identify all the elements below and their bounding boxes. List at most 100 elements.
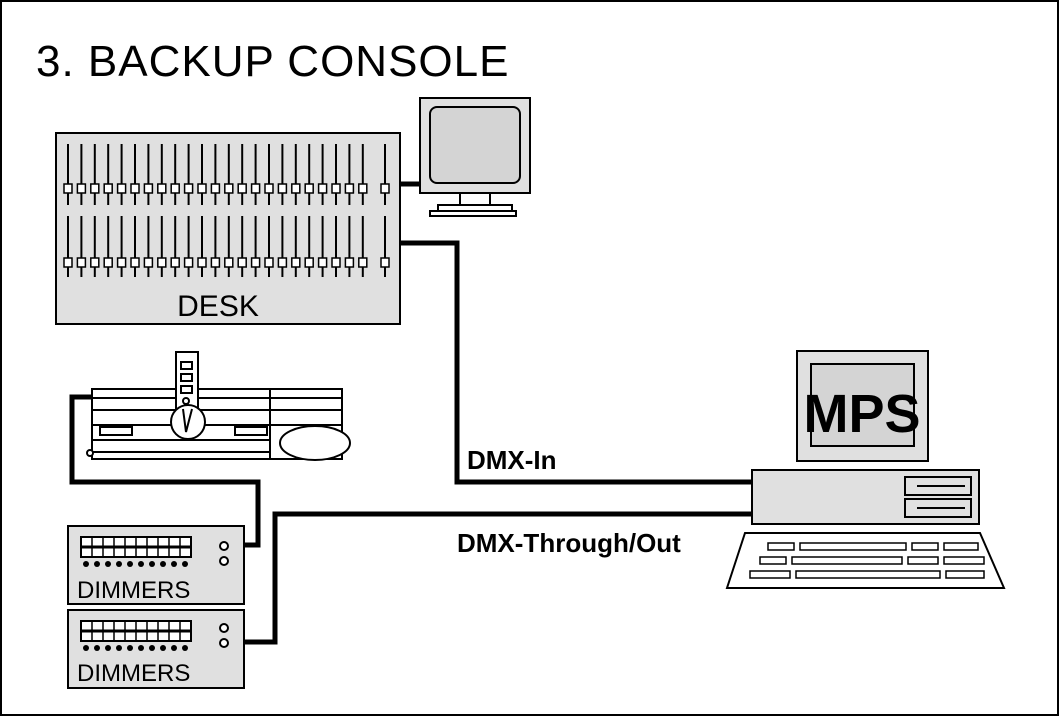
- keyboard-key: [945, 570, 985, 579]
- desk-monitor: [419, 97, 531, 217]
- indicator-dot: [138, 561, 144, 567]
- dimmer-connector: [219, 623, 229, 633]
- indicator-dot: [105, 561, 111, 567]
- keyboard-key: [943, 556, 985, 565]
- indicator-dot: [127, 561, 133, 567]
- indicator-dot: [94, 645, 100, 651]
- fader-knob: [90, 257, 100, 268]
- fader-knob: [63, 183, 73, 194]
- fader-knob: [344, 257, 355, 268]
- fader-knob: [224, 257, 234, 268]
- fixture-fins: [92, 397, 342, 453]
- indicator-dot: [138, 645, 144, 651]
- fader-knob: [63, 257, 73, 268]
- indicator-dot: [116, 561, 122, 567]
- fader-knob: [197, 183, 207, 194]
- fader-knob: [331, 183, 341, 194]
- keyboard-keys: [749, 542, 985, 579]
- fader-knob: [317, 183, 328, 194]
- dimmer-pack-2: DIMMERS: [67, 609, 245, 689]
- fader-knob: [183, 257, 194, 268]
- indicator-dot: [160, 561, 166, 567]
- keyboard-key: [911, 542, 939, 551]
- fader-knob: [291, 257, 301, 268]
- fader-knob: [331, 257, 341, 268]
- fader-knob: [210, 183, 221, 194]
- fader-knob: [344, 183, 355, 194]
- fader-knob: [116, 257, 127, 268]
- fixture-vent: [99, 426, 133, 436]
- fader-knob: [210, 257, 221, 268]
- fader-knob: [76, 257, 87, 268]
- fader-knob: [116, 183, 127, 194]
- keyboard-key: [907, 556, 939, 565]
- fader-knob: [264, 183, 274, 194]
- mps-screen: [810, 363, 915, 447]
- dimmer-pack-1: DIMMERS: [67, 525, 245, 605]
- fader-knob: [380, 183, 390, 194]
- fader-knob: [170, 183, 180, 194]
- fader-knob: [291, 183, 301, 194]
- keyboard-key: [799, 542, 907, 551]
- keyboard-key: [767, 542, 795, 551]
- dmx-in-label: DMX-In: [467, 445, 557, 475]
- fader-knob: [250, 257, 261, 268]
- desk-label: DESK: [177, 290, 259, 323]
- monitor-screen: [429, 106, 521, 184]
- fader-knob: [143, 183, 154, 194]
- indicator-dot: [105, 645, 111, 651]
- indicator-dot: [182, 561, 188, 567]
- fader-knob: [358, 257, 368, 268]
- monitor-base: [429, 210, 517, 217]
- indicator-dot: [116, 645, 122, 651]
- indicator-dot: [182, 645, 188, 651]
- fader-knob: [130, 183, 140, 194]
- fader-knob: [277, 257, 288, 268]
- fixture-cable: [69, 394, 261, 548]
- indicator-dot: [149, 561, 155, 567]
- indicator-dot: [83, 561, 89, 567]
- keyboard-key: [749, 570, 791, 579]
- fader-knob: [250, 183, 261, 194]
- fader-knob: [90, 183, 100, 194]
- fader-knob: [237, 183, 247, 194]
- fader-knob: [130, 257, 140, 268]
- indicator-dot: [171, 561, 177, 567]
- mps-screen-text: MPS: [803, 384, 920, 444]
- keyboard-key: [795, 570, 941, 579]
- fader-knob: [197, 257, 207, 268]
- page-title: 3. BACKUP CONSOLE: [36, 37, 509, 86]
- fader-knob: [170, 257, 180, 268]
- fader-knob: [103, 257, 113, 268]
- dmx-through-label: DMX-Through/Out: [457, 528, 681, 558]
- fader-knob: [103, 183, 113, 194]
- indicator-dot: [171, 645, 177, 651]
- dimmer-label: DIMMERS: [77, 577, 190, 604]
- dmx-through-cable: [244, 511, 752, 645]
- dimmer-channel-switches: [80, 620, 192, 651]
- indicator-dot: [127, 645, 133, 651]
- fader-knob: [358, 183, 368, 194]
- fader-knob: [76, 183, 87, 194]
- dimmer-connector: [219, 556, 229, 566]
- fader-knob: [157, 257, 167, 268]
- fixture-lens: [279, 425, 351, 461]
- keyboard-key: [791, 556, 903, 565]
- moving-light: [86, 351, 351, 461]
- dmx-in-cable: [400, 240, 752, 485]
- fader-knob: [157, 183, 167, 194]
- dimmer-label: DIMMERS: [77, 660, 190, 687]
- fader-knob: [183, 183, 194, 194]
- fader-knob: [143, 257, 154, 268]
- fader-knob: [224, 183, 234, 194]
- keyboard-key: [943, 542, 979, 551]
- mps-computer: MPS: [725, 350, 1006, 589]
- dimmer-channel-switches: [80, 536, 192, 567]
- fader-knob: [304, 183, 314, 194]
- indicator-dot: [83, 645, 89, 651]
- fader-knob: [237, 257, 247, 268]
- keyboard-key: [759, 556, 787, 565]
- fader-knob: [277, 183, 288, 194]
